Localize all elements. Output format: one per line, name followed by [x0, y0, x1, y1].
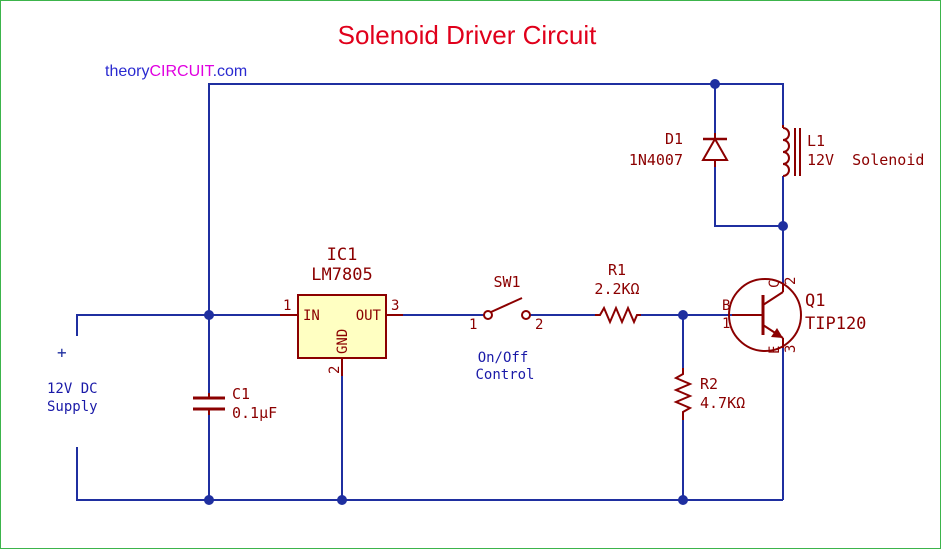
l1-ref: L1: [807, 132, 825, 150]
l1-value: 12V Solenoid: [807, 151, 924, 169]
r1-value: 2.2KΩ: [594, 280, 639, 298]
junction-dot: [678, 495, 688, 505]
c1-ref: C1: [232, 385, 250, 403]
switch-sw1: SW1 1 2 On/Off Control: [469, 273, 543, 383]
brand-logo: theoryCIRCUIT.com: [105, 63, 247, 80]
r2-value: 4.7KΩ: [700, 394, 745, 412]
ic1-pin-in-num: 1: [283, 298, 291, 314]
resistor-r1: R1 2.2KΩ: [594, 261, 641, 325]
junction-dot: [710, 79, 720, 89]
d1-value: 1N4007: [629, 151, 683, 169]
q1-base-label: B: [722, 298, 730, 314]
wire-d1-bottom: [714, 167, 783, 227]
d1-ref: D1: [665, 130, 683, 148]
q1-collector-num: 2: [783, 277, 799, 285]
q1-emitter-arrow: [771, 328, 783, 338]
r1-ref: R1: [608, 261, 626, 279]
q1-emitter-label: E: [767, 346, 783, 354]
supply-plus: +: [57, 343, 67, 362]
ic1-pin-out-num: 3: [391, 298, 399, 314]
sw1-pin2: 2: [535, 317, 543, 333]
supply-label-1: 12V DC: [47, 381, 98, 397]
sw1-pin1: 1: [469, 317, 477, 333]
q1-value: TIP120: [805, 314, 866, 334]
c1-value: 0.1µF: [232, 404, 277, 422]
junction-dot: [204, 310, 214, 320]
ic1-value: LM7805: [311, 265, 372, 285]
ic1-pin-out: OUT: [356, 308, 382, 324]
sw1-note-1: On/Off: [478, 350, 529, 366]
junction-dot: [337, 495, 347, 505]
ic1-pin-gnd: GND: [335, 329, 351, 354]
wire-top-rail: [208, 83, 784, 315]
regulator-ic1: IC1 LM7805 1 IN OUT 3 GND 2: [280, 245, 403, 376]
sw1-ref: SW1: [493, 273, 520, 291]
q1-base-num: 1: [722, 316, 730, 332]
l1-coil: [782, 127, 790, 177]
solenoid-l1: L1 12V Solenoid: [782, 125, 924, 177]
brand-suffix: .com: [213, 63, 248, 80]
capacitor-c1: C1 0.1µF: [193, 385, 277, 422]
q1-collector-label: C: [767, 280, 783, 288]
junction-dot: [678, 310, 688, 320]
r2-ref: R2: [700, 375, 718, 393]
brand-prefix: theory: [105, 63, 149, 80]
q1-body: [728, 278, 802, 352]
supply-terminal: + 12V DC Supply: [47, 343, 98, 415]
supply-label-2: Supply: [47, 399, 98, 415]
junction-dot: [204, 495, 214, 505]
ic1-pin-gnd-num: 2: [327, 366, 343, 374]
wire-ground-rail: [76, 447, 783, 501]
ic1-ref: IC1: [327, 245, 358, 265]
resistor-r2: R2 4.7KΩ: [673, 368, 745, 420]
ic1-pin-in: IN: [303, 308, 320, 324]
diode-d1: D1 1N4007: [629, 130, 729, 169]
transistor-q1: B 1 C 2 E 3 Q1 TIP120: [722, 277, 866, 354]
junction-dot: [778, 221, 788, 231]
q1-ref: Q1: [805, 291, 825, 311]
d1-anode-triangle: [701, 136, 729, 161]
ic1-body: [297, 294, 387, 359]
junctions: [204, 79, 788, 505]
wire-supply-positive: [76, 314, 280, 336]
diagram-title: Solenoid Driver Circuit: [338, 20, 597, 50]
sw1-note-2: Control: [475, 367, 534, 383]
brand-highlight: CIRCUIT: [149, 63, 214, 80]
q1-emitter-num: 3: [783, 345, 799, 353]
wires: [76, 83, 784, 501]
